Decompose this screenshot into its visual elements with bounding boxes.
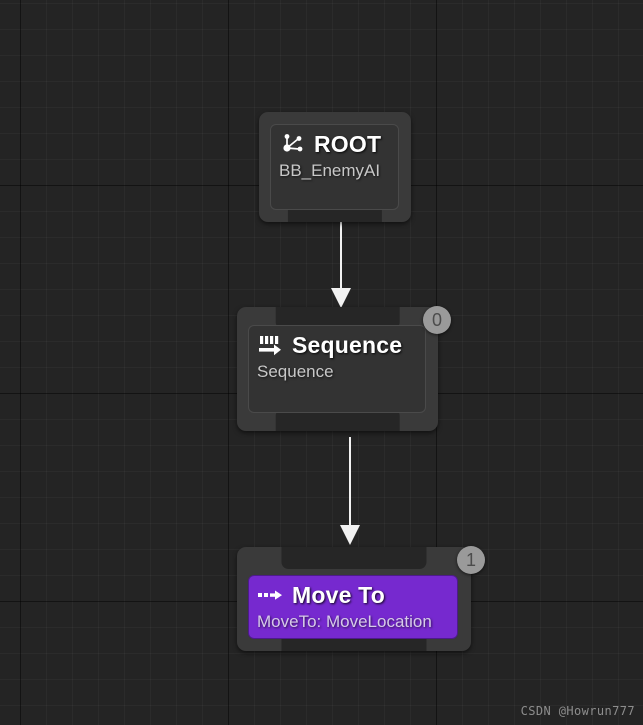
sequence-input-pin[interactable] (275, 307, 400, 329)
move-to-arrow-icon (258, 590, 282, 600)
node-root[interactable]: ROOT BB_EnemyAI (259, 112, 411, 222)
node-move-to[interactable]: Move To MoveTo: MoveLocation 1 (237, 546, 485, 651)
sequence-node-body[interactable]: Sequence Sequence (248, 325, 426, 413)
move-to-index-badge: 1 (457, 546, 485, 574)
root-node-title: ROOT (314, 130, 382, 157)
sequence-node-title: Sequence (292, 331, 403, 358)
root-node-subtitle: BB_EnemyAI (279, 161, 381, 180)
root-node-body[interactable]: ROOT BB_EnemyAI (270, 124, 399, 210)
connector-sequence-to-move-to (340, 437, 360, 545)
move-to-node-title: Move To (292, 581, 385, 608)
move-to-input-pin[interactable] (281, 547, 427, 569)
connector-root-to-sequence (331, 222, 351, 308)
watermark-text: CSDN @Howrun777 (520, 704, 635, 718)
sequence-output-pin[interactable] (275, 409, 400, 431)
sequence-index-badge: 0 (423, 306, 451, 334)
node-sequence[interactable]: Sequence Sequence 0 (237, 306, 451, 431)
tree-graph-icon (283, 134, 303, 152)
move-to-node-subtitle: MoveTo: MoveLocation (257, 612, 432, 631)
sequence-node-subtitle: Sequence (257, 362, 334, 381)
move-to-node-body[interactable]: Move To MoveTo: MoveLocation (248, 575, 458, 639)
sequence-arrow-icon (259, 336, 281, 356)
